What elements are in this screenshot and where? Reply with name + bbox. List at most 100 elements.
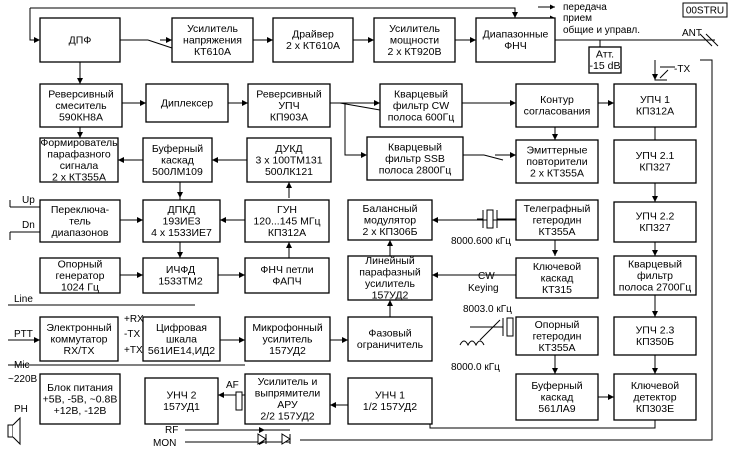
block-text: усилитель [262, 333, 313, 345]
block-text: 157УД2 [269, 345, 306, 357]
block-text: УПЧ 2.1 [636, 150, 675, 162]
block-text: 1/2 157УД2 [363, 401, 417, 413]
block-frame [373, 17, 456, 63]
up-label: Up [22, 195, 35, 206]
block-frame [613, 139, 697, 184]
block-text: КТ610А [194, 46, 231, 58]
block-text: КП327 [639, 162, 670, 174]
block-text: Кварцевый [628, 258, 682, 270]
block-att: Атт.-15 dB [588, 46, 622, 74]
block-text: Буферный [531, 380, 582, 392]
block-text: каскад [541, 391, 574, 403]
block-text: 3 х 100ТМ131 [255, 154, 322, 166]
block-text: генератор [56, 270, 105, 282]
block-text: Буферный [152, 143, 203, 155]
block-frame [475, 17, 556, 63]
block-text: 500ЛМ109 [152, 166, 203, 178]
block-frame [515, 316, 599, 356]
freq-opor-label: 8003.0 кГц [463, 304, 512, 315]
block-text: ограничитель [357, 339, 424, 351]
block-text: Микрофонный [252, 322, 323, 334]
block-text: Ключевой [533, 261, 581, 273]
block-text: 2 х КТ355А [530, 167, 584, 179]
block-text: Усилитель и [258, 376, 318, 388]
block-frame [39, 83, 123, 128]
block-text: фильтр [637, 270, 673, 282]
block-text: УНЧ 2 [166, 390, 196, 402]
block-frame [347, 377, 433, 425]
block-frame [515, 373, 599, 421]
block-text: 193ИЕ3 [163, 215, 201, 227]
block-text: 157УД2 [372, 290, 409, 302]
block-text: ДУКД [275, 143, 302, 155]
block-text: детектор [633, 391, 676, 403]
block-text: КП350Б [636, 336, 674, 348]
block-frame [515, 199, 599, 241]
block-text: 500ЛК121 [265, 166, 313, 178]
block-frame [142, 199, 221, 243]
line-input-label: Line [14, 294, 33, 305]
block-text: 561ИЕ14,ИД2 [148, 345, 215, 357]
freq-tel-label: 8000.600 кГц [451, 236, 511, 247]
block-text: Опорный [535, 319, 580, 331]
block-text: усилитель [365, 278, 416, 290]
block-text: тель [69, 215, 91, 227]
block-text: Драйвер [292, 29, 334, 41]
block-frame [39, 199, 121, 243]
block-text: 561ЛА9 [538, 403, 575, 415]
block-text: фильтр SSB [385, 153, 445, 165]
block-diplexer: Диплексер [145, 83, 229, 123]
block-text: каскад [161, 154, 194, 166]
block-frame [515, 83, 599, 128]
block-text: Диапазонные [483, 29, 549, 41]
block-text: Опорный [58, 258, 103, 270]
block-text: выпрямители [255, 388, 321, 400]
block-text: Атт. [596, 49, 614, 61]
block-text: ФНЧ [504, 40, 527, 52]
block-text: полоса 2700Гц [619, 281, 691, 293]
block-unch1: УНЧ 11/2 157УД2 [347, 377, 433, 425]
block-frame [244, 257, 330, 294]
legend-common-label: общие и управл. [563, 24, 640, 36]
legend-rx-label: прием [563, 13, 592, 24]
block-text: 2 х КТ355А [52, 172, 106, 184]
block-text: ДПФ [69, 34, 92, 46]
block-frame [379, 83, 463, 128]
block-text: 590КН8А [59, 111, 103, 123]
block-frame [39, 316, 119, 362]
block-text: смеситель [55, 100, 107, 112]
block-frame [244, 199, 330, 243]
block-frame [272, 17, 354, 63]
block-text: ДПКД [168, 204, 196, 216]
block-text: Цифровая [156, 322, 207, 334]
block-text: шкала [166, 333, 197, 345]
block-text: Линейный [365, 255, 415, 267]
block-text: КП303Е [636, 403, 674, 415]
block-text: УПЧ [278, 100, 299, 112]
block-text: Диплексер [161, 97, 213, 109]
block-frame [39, 137, 119, 183]
block-text: коммутатор [50, 333, 107, 345]
ph-label: PH [14, 404, 28, 415]
block-text: Блок питания [47, 382, 113, 394]
block-text: 2 х КП306Б [363, 226, 418, 238]
block-frame [347, 255, 433, 301]
